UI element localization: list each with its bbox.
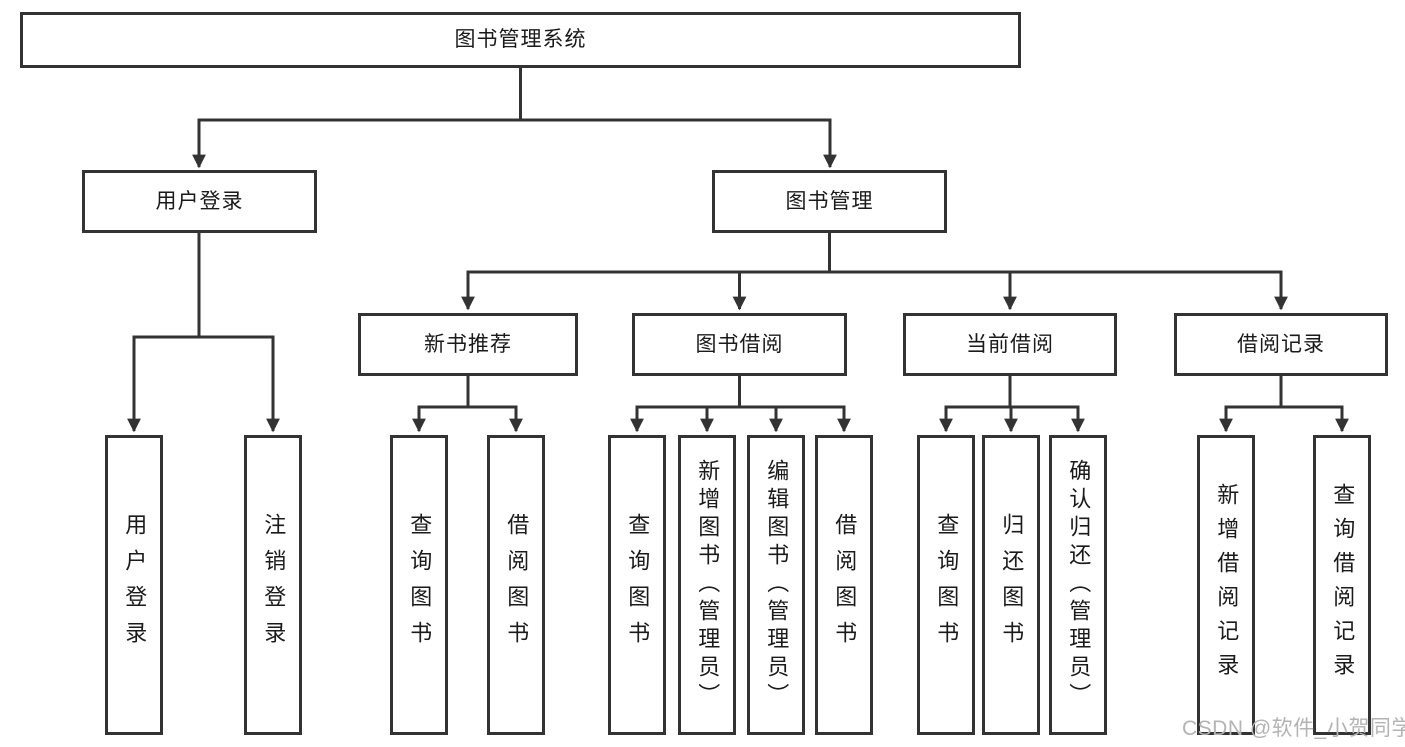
node-root: 图书管理系统	[20, 12, 1021, 68]
node-book-borrow: 图书借阅	[632, 313, 847, 376]
leaf-borrow-borrow-books: 借阅图书	[815, 435, 873, 735]
leaf-borrow-edit-book-admin: 编辑图书（管理员）	[747, 435, 805, 735]
node-new-books: 新书推荐	[358, 313, 578, 376]
leaf-logout: 注销登录	[244, 435, 302, 735]
leaf-newbooks-query-books: 查询图书	[390, 435, 448, 735]
csdn-watermark: CSDN @软件_小贺同学	[1182, 717, 1405, 740]
node-book-mgmt: 图书管理	[712, 170, 947, 233]
leaf-current-confirm-return-admin: 确认归还（管理员）	[1049, 435, 1107, 735]
node-user-login: 用户登录	[82, 170, 317, 233]
leaf-current-return-books: 归还图书	[982, 435, 1040, 735]
leaf-user-login: 用户登录	[105, 435, 163, 735]
leaf-current-query-books: 查询图书	[917, 435, 975, 735]
leaf-records-query-record: 查询借阅记录	[1313, 435, 1371, 735]
leaf-borrow-query-books: 查询图书	[608, 435, 666, 735]
node-borrow-records: 借阅记录	[1174, 313, 1388, 376]
node-current-borrow: 当前借阅	[903, 313, 1117, 376]
leaf-borrow-add-book-admin: 新增图书（管理员）	[678, 435, 736, 735]
leaf-newbooks-borrow-books: 借阅图书	[487, 435, 545, 735]
leaf-records-add-record: 新增借阅记录	[1197, 435, 1255, 735]
